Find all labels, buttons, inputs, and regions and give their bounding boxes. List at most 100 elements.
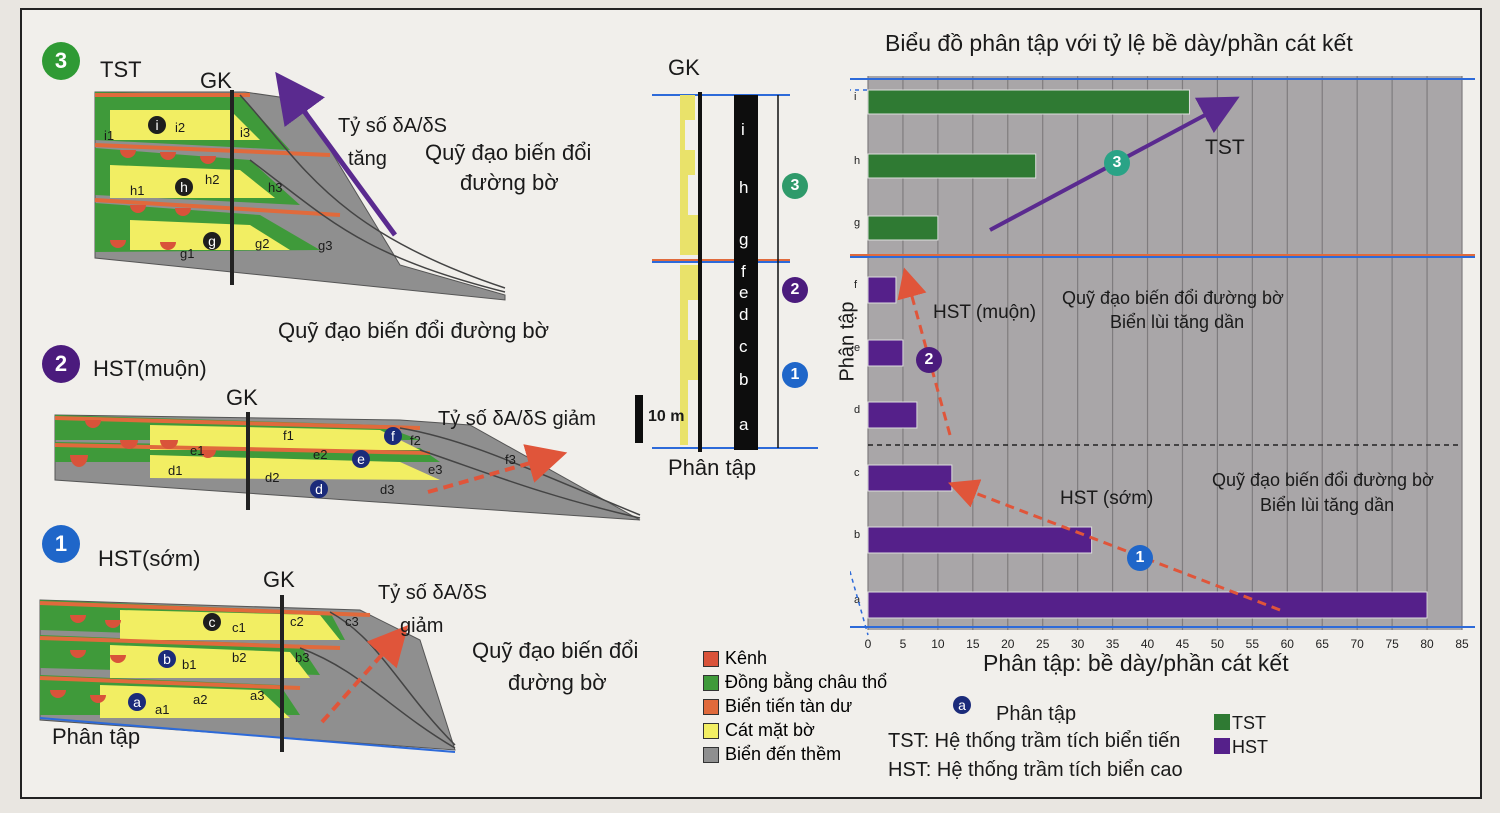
- tst-trajectory-label: Quỹ đạo biến đổi: [425, 140, 592, 165]
- legend-item: Kênh: [703, 648, 767, 670]
- hst-early-unit-label: b1: [182, 657, 197, 672]
- x-tick-label: 20: [1001, 637, 1015, 651]
- x-tick-label: 65: [1316, 637, 1330, 651]
- hst-late-unit-label: d2: [265, 470, 280, 485]
- hst-early-ratio-label: Tỷ số δA/δS: [378, 582, 487, 604]
- annot-trend-early-2: Biển lùi tăng dần: [1260, 495, 1395, 515]
- hst-early-unit-label: c1: [232, 620, 246, 635]
- column-letter: f: [741, 262, 746, 281]
- category-label: c: [854, 467, 860, 479]
- column-gk-label: GK: [668, 55, 700, 80]
- hst-early-cross-section: [39, 595, 456, 753]
- legend-tst-swatch: [1214, 714, 1230, 730]
- x-tick-label: 35: [1106, 637, 1120, 651]
- tst-gk-label: GK: [200, 68, 232, 93]
- category-label: e: [854, 342, 860, 354]
- tst-unit-label: h3: [268, 180, 283, 195]
- category-label: b: [854, 529, 860, 541]
- bar-c: [867, 464, 953, 492]
- legend-label: Kênh: [725, 648, 768, 668]
- hst-late-heading: Quỹ đạo biến đổi đường bờ: [278, 318, 550, 343]
- hst-early-title: HST(sớm): [98, 546, 201, 571]
- hst-late-unit-label: f1: [283, 428, 294, 443]
- bar-a: [867, 591, 1428, 619]
- tst-marker-i: i: [148, 116, 166, 134]
- hst-late-ratio-label: Tỷ số δA/δS giảm: [438, 408, 596, 430]
- x-tick-label: 5: [900, 637, 907, 651]
- tst-unit-label: g2: [255, 236, 270, 251]
- x-tick-label: 55: [1246, 637, 1260, 651]
- connector-line: [850, 568, 869, 636]
- bar-d: [867, 401, 918, 429]
- tst-unit-label: i3: [240, 125, 251, 140]
- legend-label: Cát mặt bờ: [725, 720, 815, 740]
- category-label: h: [854, 155, 860, 167]
- legend-swatch: [703, 722, 719, 739]
- legend-hst-swatch-label: HST: [1232, 737, 1268, 757]
- legend-tst-desc: TST: Hệ thống trầm tích biển tiến: [888, 730, 1181, 752]
- hst-late-marker-f: f: [384, 427, 402, 445]
- legend-hst-swatch: [1214, 738, 1230, 754]
- legend-sequence-label: Phân tập: [996, 703, 1077, 725]
- hst-early-unit-label: a3: [250, 688, 265, 703]
- tst-ratio-trend: tăng: [348, 148, 387, 170]
- x-tick-label: 25: [1036, 637, 1050, 651]
- hst-early-marker-c: c: [203, 613, 221, 631]
- legend-item: Cát mặt bờ: [703, 720, 815, 742]
- bar-b: [867, 526, 1093, 554]
- tst-unit-label: g1: [180, 246, 195, 261]
- category-label: g: [854, 217, 860, 229]
- column-marker-2: 2: [782, 277, 808, 303]
- tst-marker-h: h: [175, 178, 193, 196]
- bar-h: [867, 153, 1037, 179]
- column-marker-3: 3: [782, 173, 808, 199]
- annot-trend-early: Quỹ đạo biến đổi đường bờ: [1212, 470, 1434, 490]
- tst-unit-label: i2: [175, 120, 186, 135]
- chart-marker-2: 2: [916, 347, 942, 373]
- legend-item: Đồng bằng châu thổ: [703, 672, 887, 694]
- tst-unit-label: g3: [318, 238, 333, 253]
- hst-late-cross-section: [54, 412, 641, 521]
- column-sequence-label: Phân tập: [668, 455, 757, 480]
- tst-unit-label: h2: [205, 172, 220, 187]
- hst-early-trend-arrow: [947, 479, 1281, 612]
- tst-unit-label: i1: [104, 128, 115, 143]
- tst-trajectory-label-2: đường bờ: [460, 170, 559, 195]
- legend-swatch: [703, 674, 719, 691]
- column-letter: a: [739, 415, 749, 434]
- hst-late-unit-label: e3: [428, 462, 443, 477]
- hst-late-unit-label: e1: [190, 443, 205, 458]
- category-label: d: [854, 404, 860, 416]
- chart-marker-1: 1: [1127, 545, 1153, 571]
- hst-late-marker-e: e: [352, 450, 370, 468]
- category-label: f: [854, 279, 858, 291]
- legend-swatch: [703, 650, 719, 667]
- well-column: [635, 92, 818, 452]
- column-letter: g: [739, 230, 749, 249]
- chart-marker-3: 3: [1104, 150, 1130, 176]
- x-tick-label: 80: [1420, 637, 1434, 651]
- column-letter: c: [739, 337, 748, 356]
- legend-tst-swatch-label: TST: [1232, 713, 1266, 733]
- bar-g: [867, 215, 939, 241]
- bar-e: [867, 339, 904, 367]
- legend-label: Đồng bằng châu thổ: [725, 672, 888, 692]
- hst-late-unit-label: f3: [505, 452, 516, 467]
- annot-trend-late: Quỹ đạo biến đổi đường bờ: [1062, 288, 1284, 308]
- annot-hst-late: HST (muộn): [933, 302, 1037, 323]
- hst-late-gk-label: GK: [226, 385, 258, 410]
- legend-item: Biển đến thềm: [703, 744, 841, 766]
- hst-early-marker-a: a: [128, 693, 146, 711]
- hst-early-marker-b: b: [158, 650, 176, 668]
- column-letter: h: [739, 178, 749, 197]
- hst-early-unit-label: c3: [345, 614, 359, 629]
- chart-title: Biểu đồ phân tập với tỷ lệ bề dày/phần c…: [885, 30, 1353, 56]
- hst-late-unit-label: e2: [313, 447, 328, 462]
- panel-1-badge: 1: [42, 525, 80, 563]
- x-tick-label: 10: [931, 637, 945, 651]
- legend-label: Biển tiến tàn dư: [725, 696, 853, 716]
- hst-early-unit-label: c2: [290, 614, 304, 629]
